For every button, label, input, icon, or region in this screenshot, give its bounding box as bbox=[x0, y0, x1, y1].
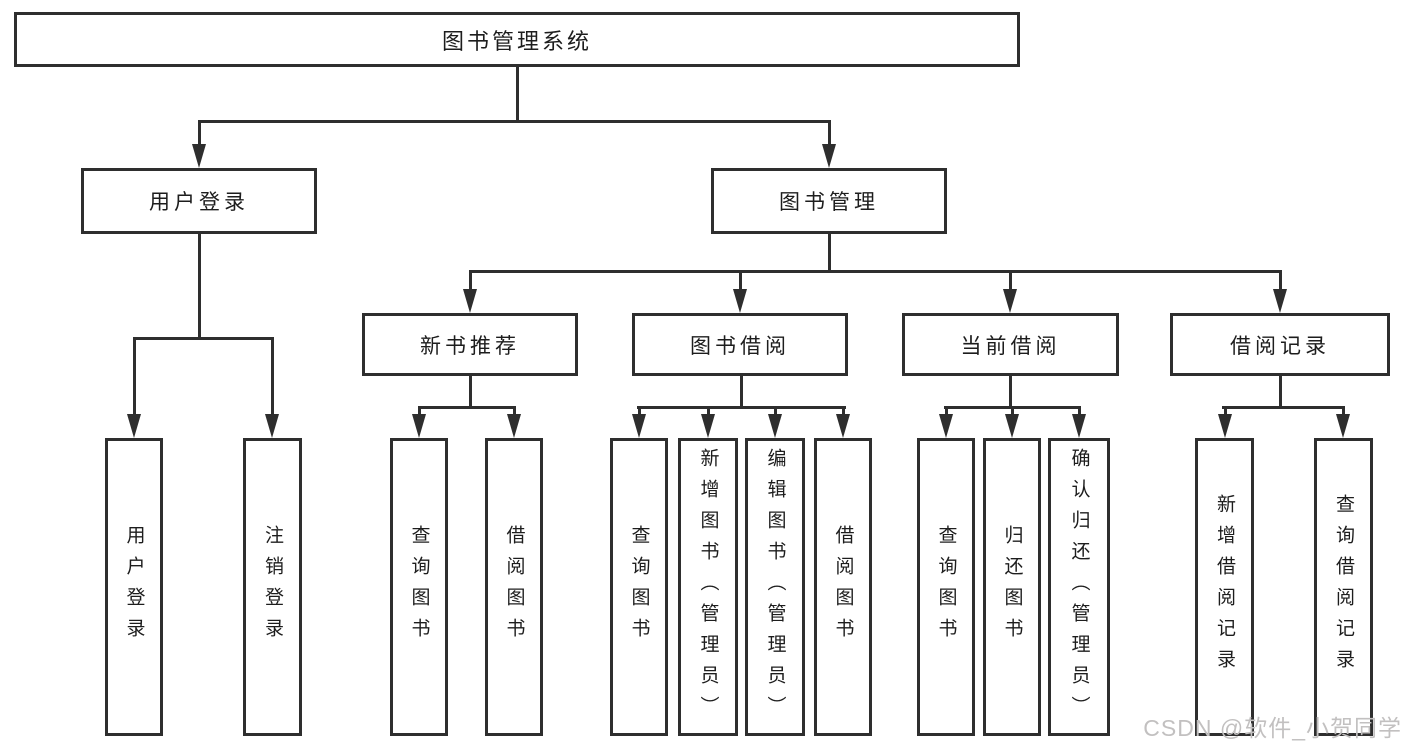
leaf-records-add-record: 新增借阅记录 bbox=[1195, 438, 1254, 736]
connector-leaf-drop bbox=[1011, 406, 1014, 415]
connector-leaf-drop bbox=[945, 406, 948, 415]
leaf-recommend-query-books-label: 查询图书 bbox=[408, 525, 430, 649]
connector-book-mgmt-drop bbox=[828, 120, 831, 148]
connector-level3-drop bbox=[739, 270, 742, 292]
leaf-recommend-query-books: 查询图书 bbox=[390, 438, 448, 736]
leaf-current-return-books-label: 归还图书 bbox=[1001, 525, 1023, 649]
connector-leaf-drop bbox=[842, 406, 845, 415]
arrow-down-icon bbox=[939, 414, 953, 438]
connector-level2-rail bbox=[198, 120, 831, 123]
leaf-user-login-label: 用户登录 bbox=[123, 525, 145, 649]
leaf-current-confirm-return-admin: 确认归还（管理员） bbox=[1048, 438, 1110, 736]
leaf-borrowing-add-books-admin: 新增图书（管理员） bbox=[678, 438, 738, 736]
connector-new-book-rail bbox=[418, 406, 516, 409]
leaf-logout: 注销登录 bbox=[243, 438, 302, 736]
leaf-borrowing-add-books-admin-label: 新增图书（管理员） bbox=[697, 447, 719, 727]
connector-records-rail bbox=[1222, 406, 1345, 409]
connector-leaf-drop bbox=[638, 406, 641, 415]
arrow-down-icon bbox=[1218, 414, 1232, 438]
leaf-current-return-books: 归还图书 bbox=[983, 438, 1041, 736]
leaf-records-add-record-label: 新增借阅记录 bbox=[1214, 494, 1235, 680]
leaf-records-query-record: 查询借阅记录 bbox=[1314, 438, 1373, 736]
arrow-down-icon bbox=[1003, 289, 1017, 313]
arrow-down-icon bbox=[412, 414, 426, 438]
leaf-recommend-borrow-books: 借阅图书 bbox=[485, 438, 543, 736]
arrow-down-icon bbox=[463, 289, 477, 313]
connector-leaf-drop bbox=[707, 406, 710, 415]
connector-leaf-drop bbox=[133, 337, 136, 417]
leaf-current-query-books-label: 查询图书 bbox=[935, 525, 957, 649]
arrow-down-icon bbox=[836, 414, 850, 438]
node-book-borrowing-label: 图书借阅 bbox=[690, 334, 790, 358]
leaf-logout-label: 注销登录 bbox=[262, 525, 283, 649]
node-library-system-label: 图书管理系统 bbox=[441, 28, 592, 54]
arrow-down-icon bbox=[768, 414, 782, 438]
arrow-down-icon bbox=[1336, 414, 1350, 438]
node-book-management: 图书管理 bbox=[711, 168, 947, 234]
connector-level3-drop bbox=[469, 270, 472, 292]
leaf-borrowing-query-books: 查询图书 bbox=[610, 438, 668, 736]
leaf-borrowing-query-books-label: 查询图书 bbox=[628, 525, 650, 649]
connector-current-borrow-stem bbox=[1009, 376, 1012, 409]
connector-book-borrow-stem bbox=[740, 376, 743, 409]
connector-book-mgmt-stem bbox=[828, 234, 831, 273]
leaf-records-query-record-label: 查询借阅记录 bbox=[1333, 494, 1354, 680]
node-current-borrowing: 当前借阅 bbox=[902, 313, 1119, 376]
leaf-user-login: 用户登录 bbox=[105, 438, 163, 736]
arrow-down-icon bbox=[192, 144, 206, 168]
leaf-borrowing-edit-books-admin-label: 编辑图书（管理员） bbox=[764, 447, 786, 727]
leaf-borrowing-borrow-books-label: 借阅图书 bbox=[832, 525, 854, 649]
leaf-recommend-borrow-books-label: 借阅图书 bbox=[503, 525, 525, 649]
connector-user-login-drop bbox=[198, 120, 201, 148]
connector-leaf-drop bbox=[271, 337, 274, 417]
connector-user-login-stem bbox=[198, 234, 201, 340]
connector-leaf-drop bbox=[774, 406, 777, 415]
arrow-down-icon bbox=[127, 414, 141, 438]
node-book-management-label: 图书管理 bbox=[779, 191, 879, 214]
connector-level3-drop bbox=[1279, 270, 1282, 292]
node-borrow-records-label: 借阅记录 bbox=[1230, 334, 1330, 358]
arrow-down-icon bbox=[507, 414, 521, 438]
connector-book-borrow-rail bbox=[637, 406, 846, 409]
node-library-system: 图书管理系统 bbox=[14, 12, 1020, 67]
node-current-borrowing-label: 当前借阅 bbox=[960, 334, 1061, 358]
arrow-down-icon bbox=[1005, 414, 1019, 438]
node-borrow-records: 借阅记录 bbox=[1170, 313, 1390, 376]
connector-root-stem bbox=[516, 67, 519, 123]
connector-records-stem bbox=[1279, 376, 1282, 409]
arrow-down-icon bbox=[632, 414, 646, 438]
arrow-down-icon bbox=[1273, 289, 1287, 313]
node-new-book-recommend: 新书推荐 bbox=[362, 313, 578, 376]
arrow-down-icon bbox=[701, 414, 715, 438]
node-user-login-label: 用户登录 bbox=[149, 191, 249, 214]
connector-leaf-drop bbox=[513, 406, 516, 415]
connector-level3-rail bbox=[469, 270, 1282, 273]
node-book-borrowing: 图书借阅 bbox=[632, 313, 848, 376]
connector-leaf-drop bbox=[418, 406, 421, 415]
watermark-text: CSDN @软件_小贺同学 bbox=[1143, 715, 1402, 741]
connector-leaf-drop bbox=[1224, 406, 1227, 415]
arrow-down-icon bbox=[733, 289, 747, 313]
leaf-borrowing-edit-books-admin: 编辑图书（管理员） bbox=[745, 438, 805, 736]
leaf-borrowing-borrow-books: 借阅图书 bbox=[814, 438, 872, 736]
connector-new-book-stem bbox=[469, 376, 472, 409]
connector-user-login-rail bbox=[133, 337, 274, 340]
node-new-book-recommend-label: 新书推荐 bbox=[420, 334, 520, 358]
arrow-down-icon bbox=[822, 144, 836, 168]
arrow-down-icon bbox=[1072, 414, 1086, 438]
connector-leaf-drop bbox=[1078, 406, 1081, 415]
leaf-current-confirm-return-admin-label: 确认归还（管理员） bbox=[1068, 447, 1090, 727]
node-user-login: 用户登录 bbox=[81, 168, 317, 234]
connector-leaf-drop bbox=[1342, 406, 1345, 415]
connector-level3-drop bbox=[1009, 270, 1012, 292]
leaf-current-query-books: 查询图书 bbox=[917, 438, 975, 736]
arrow-down-icon bbox=[265, 414, 279, 438]
